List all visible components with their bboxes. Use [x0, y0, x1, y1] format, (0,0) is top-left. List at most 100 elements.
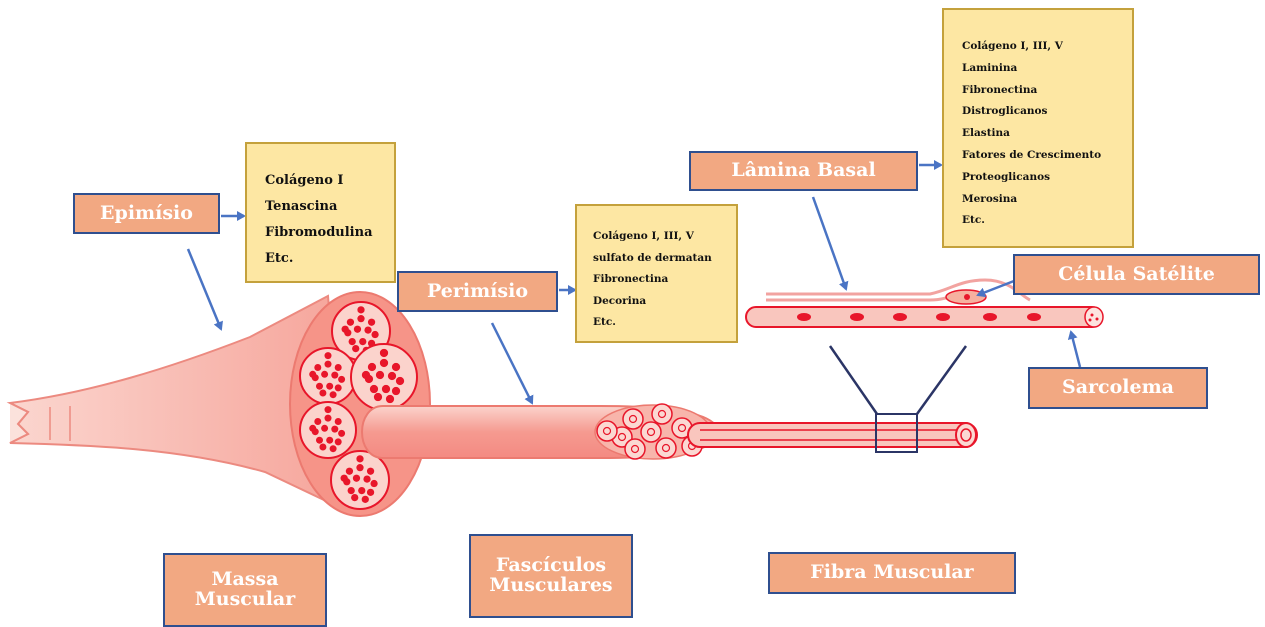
fiber-dot: [314, 364, 321, 371]
fiber-dot: [342, 326, 349, 333]
fiber-circle: [656, 438, 676, 458]
fiber-dot: [330, 445, 337, 452]
component-item: Etc.: [593, 312, 736, 334]
nucleus: [936, 313, 950, 321]
fiber-dot: [359, 338, 366, 345]
component-item: Distroglicanos: [962, 101, 1132, 123]
fiber-dot: [358, 487, 365, 494]
fiber-dot: [326, 383, 333, 390]
component-item: Fatores de Crescimento: [962, 145, 1132, 167]
fiber-dot: [330, 391, 337, 398]
muscle-fiber-tube: [688, 423, 977, 447]
fiber-dot: [349, 338, 356, 345]
fiber-end-dot: [1096, 318, 1099, 321]
nucleus: [850, 313, 864, 321]
fiber-dot: [325, 352, 332, 359]
component-item: Fibronectina: [593, 269, 736, 291]
label-sarcolema: Sarcolema: [1028, 367, 1208, 409]
satellite-cell-nucleus: [964, 294, 970, 300]
component-item: Laminina: [962, 58, 1132, 80]
fiber-dot: [351, 494, 358, 501]
fiber-dot: [380, 349, 388, 357]
fiber-dot: [325, 406, 332, 413]
perimisio-components-box: Colágeno I, III, V sulfato de dermatan F…: [575, 204, 738, 343]
fiber-circle: [625, 439, 645, 459]
component-item: Colágeno I, III, V: [962, 36, 1132, 58]
fiber-dot: [338, 430, 345, 437]
fiber-dot: [352, 345, 359, 352]
fiber-dot: [374, 393, 382, 401]
fiber-dot: [348, 487, 355, 494]
fiber-circle: [623, 409, 643, 429]
fiber-end-dot: [1089, 319, 1092, 322]
fiber-dot: [362, 496, 369, 503]
fiber-dot: [326, 437, 333, 444]
fiber-dot: [319, 444, 326, 451]
fiber-dot: [386, 395, 394, 403]
arrow-lamina-to-membrane: [813, 197, 846, 289]
label-perimisio: Perimísio: [397, 271, 558, 312]
label-massa-muscular: Massa Muscular: [163, 553, 327, 627]
component-item: Tenascina: [265, 194, 394, 220]
fiber-dot: [396, 377, 404, 385]
label-fasciculos-musculares: Fascículos Musculares: [469, 534, 633, 618]
fiber-dot: [364, 326, 371, 333]
fiber-dot: [347, 319, 354, 326]
component-item: Proteoglicanos: [962, 167, 1132, 189]
fiber-dot: [363, 475, 370, 482]
fiber-dot: [335, 364, 342, 371]
component-item: Colágeno I: [265, 168, 394, 194]
fiber-dot: [367, 489, 374, 496]
label-celula-satelite: Célula Satélite: [1013, 254, 1260, 295]
fiber-dot: [392, 387, 400, 395]
fiber-dot: [380, 359, 388, 367]
fiber-dot: [357, 306, 364, 313]
lamina-basal-components-box: Colágeno I, III, V Laminina Fibronectina…: [942, 8, 1134, 248]
component-item: Etc.: [962, 210, 1132, 232]
component-item: Fibromodulina: [265, 220, 394, 246]
fiber-dot: [316, 383, 323, 390]
component-item: sulfato de dermatan: [593, 248, 736, 270]
fiber-dot: [319, 390, 326, 397]
fiber-dot: [331, 426, 338, 433]
fiber-dot: [356, 464, 363, 471]
fiber-dot: [392, 363, 400, 371]
fiber-end: [956, 423, 976, 447]
fiber-dot: [376, 371, 384, 379]
fiber-dot: [382, 385, 390, 393]
fiber-circle: [652, 404, 672, 424]
epimisio-components-box: Colágeno I Tenascina Fibromodulina Etc.: [245, 142, 396, 283]
nucleus: [797, 313, 811, 321]
fiber-dot: [338, 376, 345, 383]
component-item: Elastina: [962, 123, 1132, 145]
component-item: Fibronectina: [962, 80, 1132, 102]
component-item: Etc.: [265, 246, 394, 272]
component-item: Merosina: [962, 189, 1132, 211]
arrow-perimisio-to-fascicle: [492, 323, 532, 403]
fiber-dot: [321, 371, 328, 378]
fiber-dot: [371, 331, 378, 338]
fiber-dot: [325, 361, 332, 368]
fiber-dot: [331, 372, 338, 379]
fiber-dot: [309, 425, 316, 432]
fiber-dot: [309, 371, 316, 378]
nucleus: [893, 313, 907, 321]
fiber-dot: [357, 315, 364, 322]
fiber-end-dot: [1091, 314, 1094, 317]
arrow-sarcolema: [1071, 332, 1080, 367]
fiber-dot: [370, 480, 377, 487]
fiber-dot: [367, 468, 374, 475]
fiber-dot: [353, 475, 360, 482]
fiber-dot: [368, 363, 376, 371]
fiber-dot: [362, 371, 370, 379]
fiber-dot: [370, 385, 378, 393]
nucleus: [1027, 313, 1041, 321]
nucleus: [983, 313, 997, 321]
fiber-dot: [335, 384, 342, 391]
fiber-dot: [341, 475, 348, 482]
fiber-dot: [325, 415, 332, 422]
fiber-dot: [354, 326, 361, 333]
fiber-dot: [368, 319, 375, 326]
label-lamina-basal: Lâmina Basal: [689, 151, 918, 191]
fiber-dot: [314, 418, 321, 425]
